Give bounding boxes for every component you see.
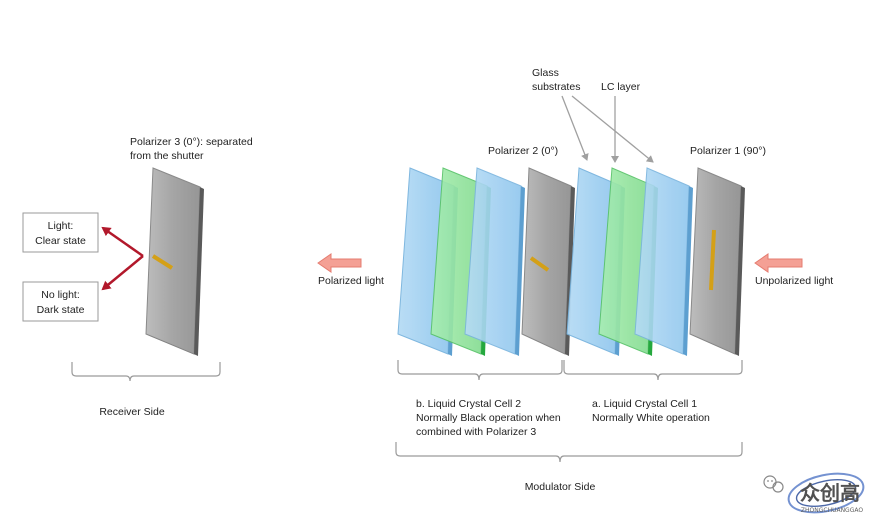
cell-1-glass-front (634, 167, 693, 356)
light-state-line1: Light: (48, 220, 74, 232)
cell-2-glass-front (464, 167, 525, 356)
modulator-side-label: Modulator Side (525, 481, 596, 493)
cell-1-brace (563, 360, 743, 381)
red-arrow-to-light (101, 226, 144, 258)
cell-2-brace (397, 360, 563, 381)
polarized-light-arrow (317, 253, 362, 273)
unpolarized-light-label: Unpolarized light (755, 275, 833, 287)
polarizer-3-label-line1: Polarizer 3 (0°): separated (130, 136, 253, 148)
cell-1-label-line2: Normally White operation (592, 412, 710, 424)
glass-substrates-label-line2: substrates (532, 81, 580, 93)
watermark-logo: 众创高 ZHONGCHUANGGAO (787, 472, 865, 514)
polarizer-2-label: Polarizer 2 (0°) (488, 145, 558, 157)
dark-state-line2: Dark state (37, 304, 85, 316)
light-state-box: Light: Clear state (22, 212, 99, 253)
cell-2-label-line3: combined with Polarizer 3 (416, 426, 536, 438)
glass-substrates-label-line1: Glass (532, 67, 559, 79)
lc-layer-label: LC layer (601, 81, 641, 93)
polarized-light-label: Polarized light (318, 275, 384, 287)
polarizer-3-plate (145, 167, 204, 356)
polarizer-1-plate (689, 167, 745, 356)
glass-pointer-arrow-2 (571, 95, 654, 163)
dark-state-line1: No light: (41, 289, 80, 301)
red-arrow-to-dark (101, 255, 144, 291)
wechat-icon (763, 475, 784, 493)
cell-1-label-line1: a. Liquid Crystal Cell 1 (592, 398, 697, 410)
cell-2-label-line1: b. Liquid Crystal Cell 2 (416, 398, 521, 410)
watermark-text: 众创高 (800, 481, 860, 505)
light-state-line2: Clear state (35, 235, 86, 247)
polarizer-3-axis-mark (151, 254, 174, 270)
polarizer-3-label-line2: from the shutter (130, 150, 204, 162)
unpolarized-light-arrow (754, 253, 803, 273)
watermark-subtext: ZHONGCHUANGGAO (801, 507, 863, 514)
cell-2-label-line2: Normally Black operation when (416, 412, 561, 424)
modulator-side-brace (395, 442, 743, 463)
polarizer-2-axis-mark (529, 256, 550, 272)
receiver-side-label: Receiver Side (99, 406, 165, 418)
polarizer-1-axis-mark (709, 229, 716, 291)
receiver-side-brace (71, 362, 221, 382)
polarizer-1-label: Polarizer 1 (90°) (690, 145, 766, 157)
glass-pointer-arrow-1 (561, 95, 589, 161)
polarizer-2-plate (521, 167, 575, 356)
dark-state-box: No light: Dark state (22, 281, 99, 322)
